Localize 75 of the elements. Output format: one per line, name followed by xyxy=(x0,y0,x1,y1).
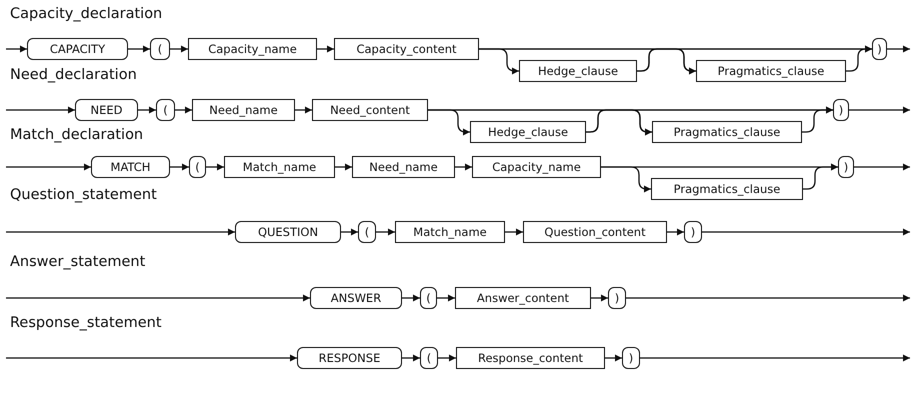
parenthesis-terminal: ) xyxy=(622,347,640,369)
arrow xyxy=(667,228,684,236)
rule-title: Capacity_declaration xyxy=(10,6,162,22)
parenthesis-terminal: ( xyxy=(189,156,206,178)
parenthesis-terminal: ( xyxy=(150,38,170,60)
parenthesis-terminal: ) xyxy=(838,156,854,178)
nonterminal-box: Answer_content xyxy=(455,287,591,309)
nonterminal-box: Need_content xyxy=(312,99,428,121)
nonterminal-box: Match_name xyxy=(224,156,335,178)
arrow xyxy=(702,228,910,236)
arrow xyxy=(846,46,872,72)
keyword-terminal: RESPONSE xyxy=(297,347,402,369)
rule-title: Answer_statement xyxy=(10,254,146,270)
nonterminal-box: Capacity_name xyxy=(472,156,601,178)
arrow xyxy=(376,228,395,236)
arrow xyxy=(802,106,833,133)
nonterminal-box: Hedge_clause xyxy=(519,60,637,82)
arrow xyxy=(854,164,910,170)
arrow xyxy=(849,106,910,114)
arrow xyxy=(591,294,608,302)
keyword-terminal: ANSWER xyxy=(310,287,402,309)
arrow xyxy=(640,354,910,362)
arrow xyxy=(402,294,420,302)
arrow xyxy=(295,106,312,114)
arrow xyxy=(170,164,189,170)
arrow xyxy=(887,46,910,52)
parenthesis-terminal: ) xyxy=(872,38,887,60)
rule-title: Question_statement xyxy=(10,187,157,203)
rule-title: Match_declaration xyxy=(10,127,144,143)
arrow xyxy=(341,228,358,236)
arrow xyxy=(6,294,310,302)
keyword-terminal: QUESTION xyxy=(235,221,341,243)
arrow xyxy=(206,164,224,170)
parenthesis-terminal: ( xyxy=(420,287,437,309)
arrow xyxy=(128,46,150,52)
arrow xyxy=(455,164,472,170)
parenthesis-terminal: ) xyxy=(833,99,849,121)
nonterminal-box: Pragmatics_clause xyxy=(652,121,802,143)
parenthesis-terminal: ) xyxy=(608,287,626,309)
parenthesis-terminal: ) xyxy=(684,221,702,243)
parenthesis-terminal: ( xyxy=(156,99,175,121)
arrow xyxy=(505,228,523,236)
arrow xyxy=(626,294,910,302)
arrow xyxy=(170,46,188,52)
nonterminal-box: Hedge_clause xyxy=(470,121,586,143)
rule-title: Response_statement xyxy=(10,315,162,331)
arrow xyxy=(402,354,420,362)
nonterminal-box: Response_content xyxy=(456,347,605,369)
arrow xyxy=(6,164,91,170)
rule-title: Need_declaration xyxy=(10,67,137,83)
parenthesis-terminal: ( xyxy=(358,221,376,243)
parenthesis-terminal: ( xyxy=(420,347,438,369)
nonterminal-box: Capacity_content xyxy=(334,38,479,60)
arrow xyxy=(317,46,334,52)
arrow xyxy=(803,164,838,190)
arrow xyxy=(6,106,75,114)
arrow xyxy=(175,106,192,114)
arrow xyxy=(605,354,622,362)
nonterminal-box: Need_name xyxy=(192,99,295,121)
arrow xyxy=(437,294,455,302)
arrow xyxy=(6,46,27,52)
nonterminal-box: Question_content xyxy=(523,221,667,243)
arrow xyxy=(138,106,156,114)
arrow xyxy=(438,354,456,362)
nonterminal-box: Pragmatics_clause xyxy=(696,60,846,82)
nonterminal-box: Pragmatics_clause xyxy=(651,178,803,200)
nonterminal-box: Need_name xyxy=(352,156,455,178)
arrow xyxy=(6,228,235,236)
keyword-terminal: MATCH xyxy=(91,156,170,178)
keyword-terminal: NEED xyxy=(75,99,138,121)
keyword-terminal: CAPACITY xyxy=(27,38,128,60)
nonterminal-box: Match_name xyxy=(395,221,505,243)
nonterminal-box: Capacity_name xyxy=(188,38,317,60)
arrow xyxy=(6,354,297,362)
arrow xyxy=(335,164,352,170)
